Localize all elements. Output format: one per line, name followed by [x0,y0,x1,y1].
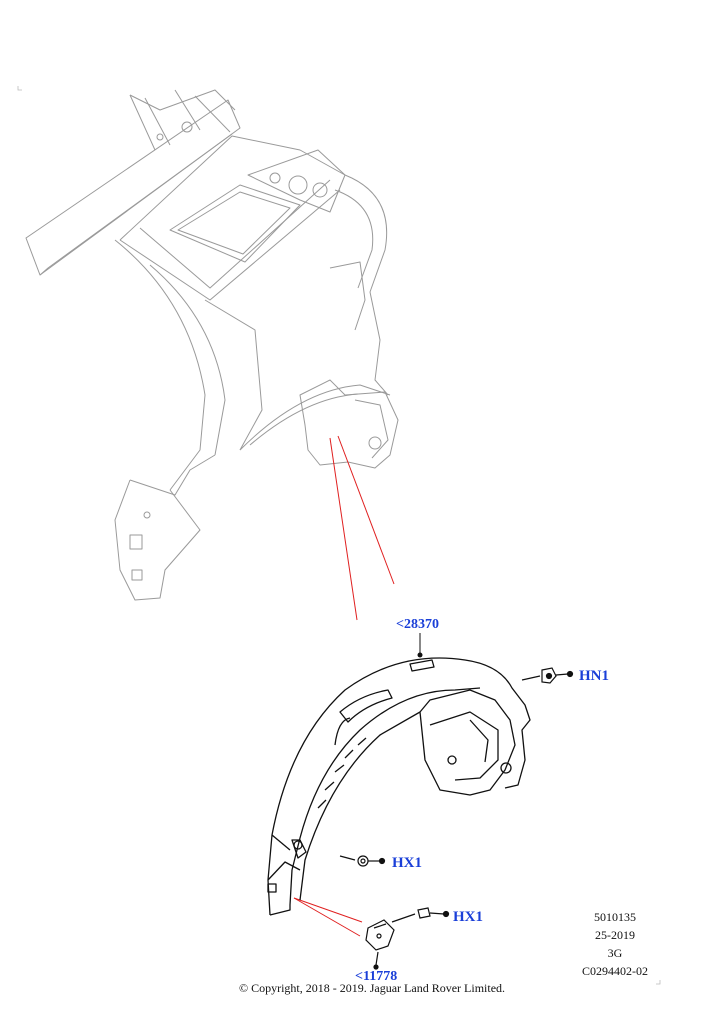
leader-lines [293,435,395,937]
callout-label-11778: <11778 [355,969,397,984]
metadata-line-4: C0294402-02 [582,964,648,978]
vehicle-body-illustration [25,89,399,601]
metadata-line-2: 25-2019 [595,928,635,942]
corner-mark-top-left [17,86,22,91]
callout-label-28370: <28370 [396,617,439,632]
metadata-line-3: 3G [607,946,623,960]
callout-label-hx1-b: HX1 [453,909,483,925]
fastener-hx1-a-illustration [339,855,386,867]
copyright-notice: © Copyright, 2018 - 2019. Jaguar Land Ro… [238,981,506,995]
leader-line-11778-a [293,897,363,923]
leader-line-28370-a [329,437,358,621]
callout-dot-28370 [417,652,423,658]
leader-line-11778-b [293,897,361,937]
callout-label-hn1: HN1 [579,668,609,684]
callout-label-hx1-a: HX1 [392,855,422,871]
fastener-hn1-illustration [521,667,574,684]
corner-mark-bottom-right [656,980,661,985]
fastener-hx1-b-illustration [391,907,450,923]
metadata-line-1: 5010135 [594,910,636,924]
bracket-11778-illustration [365,919,395,970]
diagram-metadata: 5010135 25-2019 3G C0294402-02 [575,908,655,980]
wheel-arch-liner-illustration [267,657,531,916]
leader-line-28370-b [337,435,395,585]
